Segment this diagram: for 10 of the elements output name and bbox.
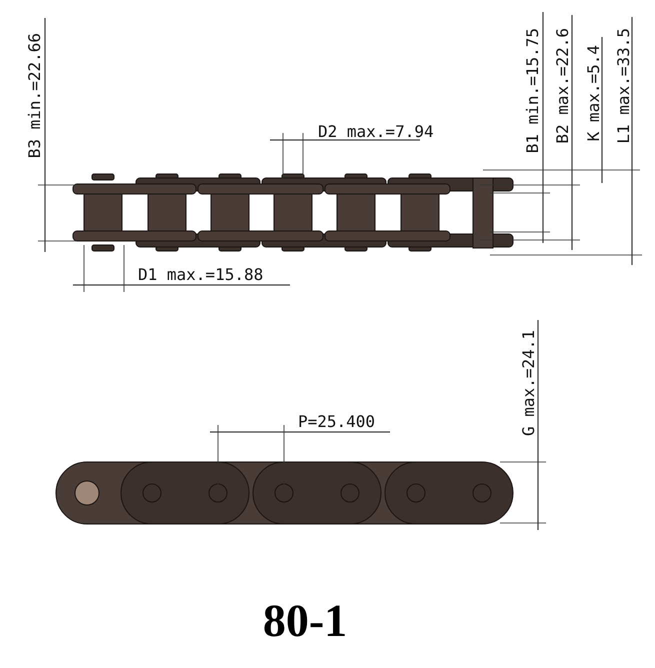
- dimension-label: G max.=24.1: [521, 330, 537, 436]
- dimension-label: B1 min.=15.75: [525, 28, 541, 154]
- dimension-label: B2 max.=22.6: [555, 28, 571, 144]
- dimension-label: P=25.400: [298, 414, 376, 430]
- dimension-label: D2 max.=7.94: [318, 124, 434, 140]
- dimension-label: L1 max.=33.5: [616, 28, 632, 144]
- dimension-label: D1 max.=15.88: [138, 267, 264, 283]
- dimension-label: K max.=5.4: [586, 45, 602, 142]
- dimension-label: B3 min.=22.66: [27, 33, 43, 158]
- title: 80-1: [262, 598, 348, 644]
